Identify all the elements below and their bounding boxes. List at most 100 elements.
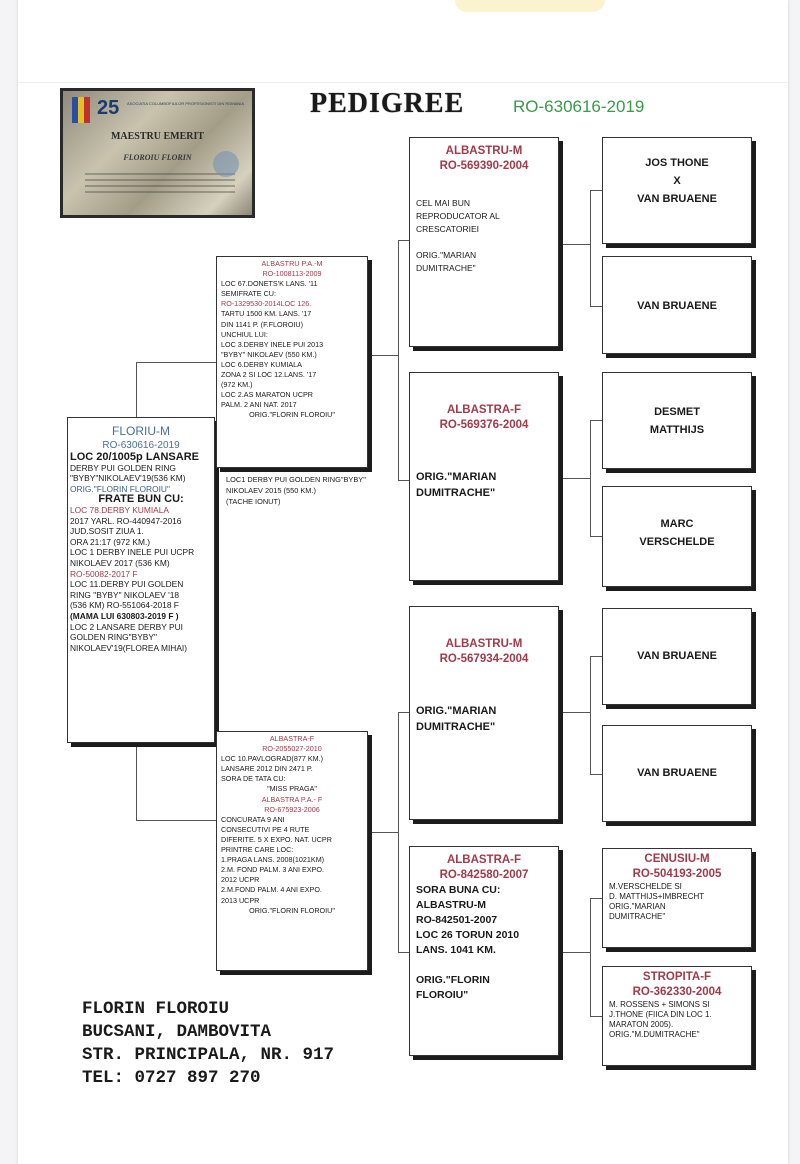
page-title: PEDIGREE xyxy=(310,88,465,119)
detail-line: RO-1329530-2014LOC 126. xyxy=(221,299,312,309)
grandparent-id: RO-842580-2007 xyxy=(439,869,529,881)
detail-line: 1.PRAGA LANS. 2008(1021KM) xyxy=(221,855,325,865)
detail-line: LOC 20/1005p LANSARE xyxy=(70,451,199,463)
detail-line: LANSARE 2012 DIN 2471 P. xyxy=(221,764,313,774)
detail-line: MATTHIJS xyxy=(649,424,705,436)
connector xyxy=(590,898,591,1016)
detail-line: ZONA 2 SI LOC 12.LANS. '17 xyxy=(221,370,317,380)
detail-line: 2017 YARL. RO-440947-2016 xyxy=(70,515,182,526)
connector xyxy=(398,952,409,953)
detail-line: NIKOLAEV 2015 (550 KM.) xyxy=(226,486,316,495)
grandparent-id: RO-569376-2004 xyxy=(439,419,529,431)
detail-line: JOS THONE xyxy=(645,157,709,169)
detail-line: (972 KM.) xyxy=(221,380,253,390)
detail-line: ALBASTRA P.A.- F xyxy=(261,794,323,804)
detail-line: LOC 78.DERBY KUMIALA xyxy=(70,504,169,515)
great-grandparent-box: VAN BRUAENE xyxy=(602,256,752,354)
detail-line: ORA 21:17 (972 KM.) xyxy=(70,536,151,547)
detail-line xyxy=(416,958,552,973)
ggp-id: RO-504193-2005 xyxy=(632,868,722,880)
detail-line: DUMITRACHE" xyxy=(416,263,476,273)
detail-line: 2013 UCPR xyxy=(221,895,260,905)
detail-line: ORIG."M.DUMITRACHE" xyxy=(609,1030,700,1039)
detail-line xyxy=(416,437,552,453)
detail-line: MARATON 2005). xyxy=(609,1020,674,1029)
detail-line: ORIG."FLORIN xyxy=(416,974,490,986)
detail-line xyxy=(416,671,552,687)
flag-icon xyxy=(71,97,91,123)
detail-line: FLOROIU" xyxy=(416,989,469,1001)
detail-line: GOLDEN RING"BYBY" xyxy=(70,632,157,643)
connector xyxy=(590,898,602,899)
connector xyxy=(136,820,216,821)
connector xyxy=(398,240,399,480)
detail-line: RO-50082-2017 F xyxy=(70,568,138,579)
detail-line: 2012 UCPR xyxy=(221,875,260,885)
detail-line: DIFERITE. 5 X EXPO. NAT. UCPR xyxy=(221,834,332,844)
detail-line: LOC 67.DONETS'K LANS. '11 xyxy=(221,279,318,289)
detail-line: LOC 1 DERBY INELE PUI UCPR xyxy=(70,547,195,558)
plaque-header: ASOCIATIA COLUMBOFILILOR PROFESIONISTI D… xyxy=(127,101,245,106)
plaque-name: FLOROIU FLORIN xyxy=(123,153,192,162)
detail-line xyxy=(416,687,552,703)
connector xyxy=(563,952,591,953)
detail-line: JUD.SOSIT ZIUA 1. xyxy=(70,526,144,537)
connector xyxy=(590,774,602,775)
scan-artifact xyxy=(455,0,605,12)
detail-line: ALBASTRU P.A.-M xyxy=(261,259,323,268)
ggp-id: RO-362330-2004 xyxy=(632,986,722,998)
detail-line: "BYBY"NIKOLAEV'19(536 KM) xyxy=(70,473,186,484)
detail-line: VAN BRUAENE xyxy=(637,767,717,779)
ggp-details: VAN BRUAENE xyxy=(603,764,751,782)
connector xyxy=(563,712,591,713)
owner-phone: TEL: 0727 897 270 xyxy=(82,1068,261,1088)
detail-line: CONSECUTIVI PE 4 RUTE xyxy=(221,824,310,834)
owner-address: STR. PRINCIPALA, NR. 917 xyxy=(82,1045,335,1065)
detail-line: ORIG."MARIAN xyxy=(416,471,497,483)
detail-line: LOC 26 TORUN 2010 xyxy=(416,929,520,941)
grandparent-box: ALBASTRA-F RO-842580-2007 SORA BUNA CU:A… xyxy=(409,846,559,1056)
connector xyxy=(590,536,602,537)
seal-icon xyxy=(213,151,239,177)
connector xyxy=(398,240,409,241)
detail-line: SEMIFRATE CU: xyxy=(221,289,276,299)
detail-line: SORA DE TATA CU: xyxy=(221,774,286,784)
detail-line: FRATE BUN CU: xyxy=(98,493,184,506)
connector xyxy=(590,1016,602,1017)
connector xyxy=(590,656,591,774)
detail-line: MARC xyxy=(660,518,694,530)
detail-line: ORIG."MARIAN xyxy=(416,705,497,717)
detail-line: "BYBY" NIKOLAEV (550 KM.) xyxy=(221,349,317,359)
great-grandparent-box: VAN BRUAENE xyxy=(602,608,752,705)
subject-box: FLORIU-M RO-630616-2019 LOC 20/1005p LAN… xyxy=(67,417,215,743)
detail-line: (536 KM) RO-551064-2018 F xyxy=(70,600,179,611)
detail-line: VAN BRUAENE xyxy=(637,300,717,312)
connector xyxy=(590,656,602,657)
detail-line: LOC 2 LANSARE DERBY PUI xyxy=(70,621,183,632)
grandparent-name: ALBASTRU-M xyxy=(445,145,523,157)
detail-line xyxy=(416,236,552,249)
connector xyxy=(136,362,216,363)
grandparent-name: ALBASTRA-F xyxy=(446,404,522,416)
detail-line: DUMITRACHE" xyxy=(609,912,666,921)
plaque-number: 25 xyxy=(97,97,120,119)
connector xyxy=(136,362,137,418)
detail-line: SORA BUNA CU: xyxy=(416,884,501,896)
owner-info: FLORIN FLOROIU BUCSANI, DAMBOVITA STR. P… xyxy=(82,998,334,1090)
plaque-fine-print xyxy=(85,169,235,197)
detail-line: ORIG."FLORIN FLOROIU" xyxy=(249,410,335,420)
detail-line: RING "BYBY" NIKOLAEV '18 xyxy=(70,589,180,600)
detail-line: (MAMA LUI 630803-2019 F ) xyxy=(70,610,179,621)
detail-line: ALBASTRU-M xyxy=(416,899,486,911)
detail-line: CRESCATORIEI xyxy=(416,224,479,234)
